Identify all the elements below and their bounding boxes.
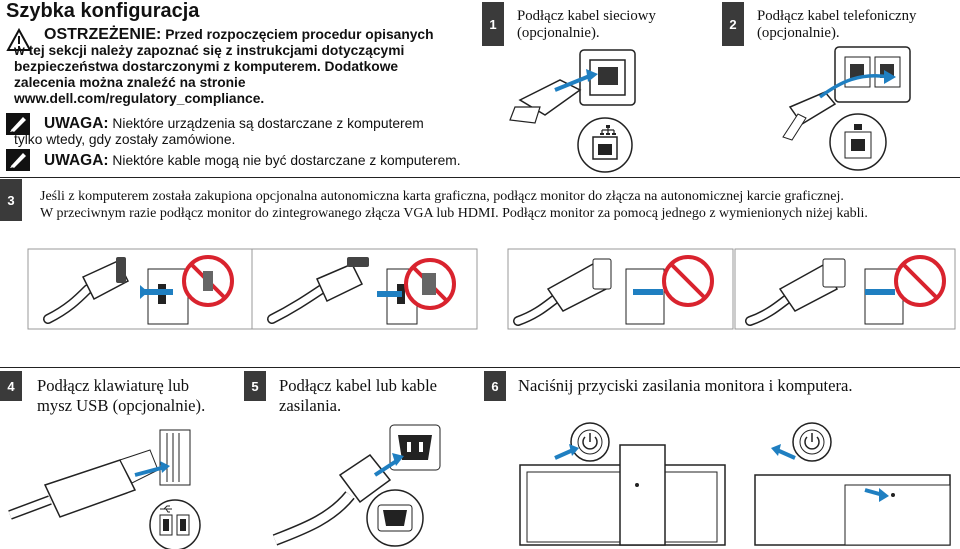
step-2-line1: Podłącz kabel telefoniczny [757,8,917,24]
step-4-number: 4 [0,371,22,401]
power-cable-illustration [272,424,441,547]
step-3-text: Jeśli z komputerem została zakupiona opc… [40,188,955,222]
warning-line5: www.dell.com/regulatory_compliance. [14,91,265,106]
note-1: UWAGA: Niektóre urządzenia są dostarczan… [14,115,494,148]
step-5-text: Podłącz kabel lub kable zasilania. [279,376,437,416]
step-1-line1: Podłącz kabel sieciowy [517,8,656,24]
step-5-number: 5 [244,371,266,401]
step-6-number: 6 [484,371,506,401]
power-icon [582,434,598,450]
step-2-line2: (opcjonalnie). [757,25,840,41]
power-buttons-illustration [519,422,951,546]
step-4-text: Podłącz klawiaturę lub mysz USB (opcjona… [37,376,205,416]
section-divider [0,367,960,368]
step-1-number: 1 [482,2,504,46]
ethernet-illustration [509,49,636,173]
warning-label: OSTRZEŻENIE: [44,26,162,43]
vga-dvi-illustration [507,248,734,330]
step-1-text: Podłącz kabel sieciowy (opcjonalnie). [517,8,656,42]
note-1-text2: tylko wtedy, gdy zostały zamówione. [14,132,236,147]
step-4-line1: Podłącz klawiaturę lub [37,376,190,395]
section-divider [0,177,960,178]
note-pencil-icon [6,149,30,171]
step-2-number: 2 [722,2,744,46]
step-3-line1: Jeśli z komputerem została zakupiona opc… [40,189,844,204]
step-5-line2: zasilania. [279,396,342,415]
usb-illustration [8,429,201,549]
warning-block: OSTRZEŻENIE: Przed rozpoczęciem procedur… [14,26,484,107]
hdmi-illustration [251,248,478,330]
hdmi-dvi-illustration [27,248,254,330]
warning-line4: zalecenia można znaleźć na stronie [14,75,246,90]
step-5-line1: Podłącz kabel lub kable [279,376,438,395]
step-6-line1: Naciśnij przyciski zasilania monitora i … [518,376,853,395]
power-icon [804,434,820,450]
warning-line1: Przed rozpoczęciem procedur opisanych [165,27,434,42]
vga-illustration [734,248,956,330]
warning-line2: w tej sekcji należy zapoznać się z instr… [14,43,405,58]
step-3-number: 3 [0,179,22,221]
step-2-text: Podłącz kabel telefoniczny (opcjonalnie)… [757,8,916,42]
phone-illustration [782,46,911,171]
note-1-label: UWAGA: [44,115,109,132]
step-6-text: Naciśnij przyciski zasilania monitora i … [518,376,853,396]
step-1-line2: (opcjonalnie). [517,25,600,41]
warning-line3: bezpieczeństwa dostarczonymi z komputere… [14,59,399,74]
step-4-line2: mysz USB (opcjonalnie). [37,396,206,415]
usb-icon [160,505,172,513]
note-2: UWAGA: Niektóre kable mogą nie być dosta… [44,153,494,169]
warning-triangle-icon [6,27,32,51]
ethernet-icon [600,125,616,135]
page-title: Szybka konfiguracja [6,0,200,22]
note-2-label: UWAGA: [44,152,109,169]
note-2-text1: Niektóre kable mogą nie być dostarczane … [112,153,461,168]
step-3-line2: W przeciwnym razie podłącz monitor do zi… [40,206,868,221]
note-1-text1: Niektóre urządzenia są dostarczane z kom… [112,116,424,131]
note-pencil-icon [6,113,30,135]
